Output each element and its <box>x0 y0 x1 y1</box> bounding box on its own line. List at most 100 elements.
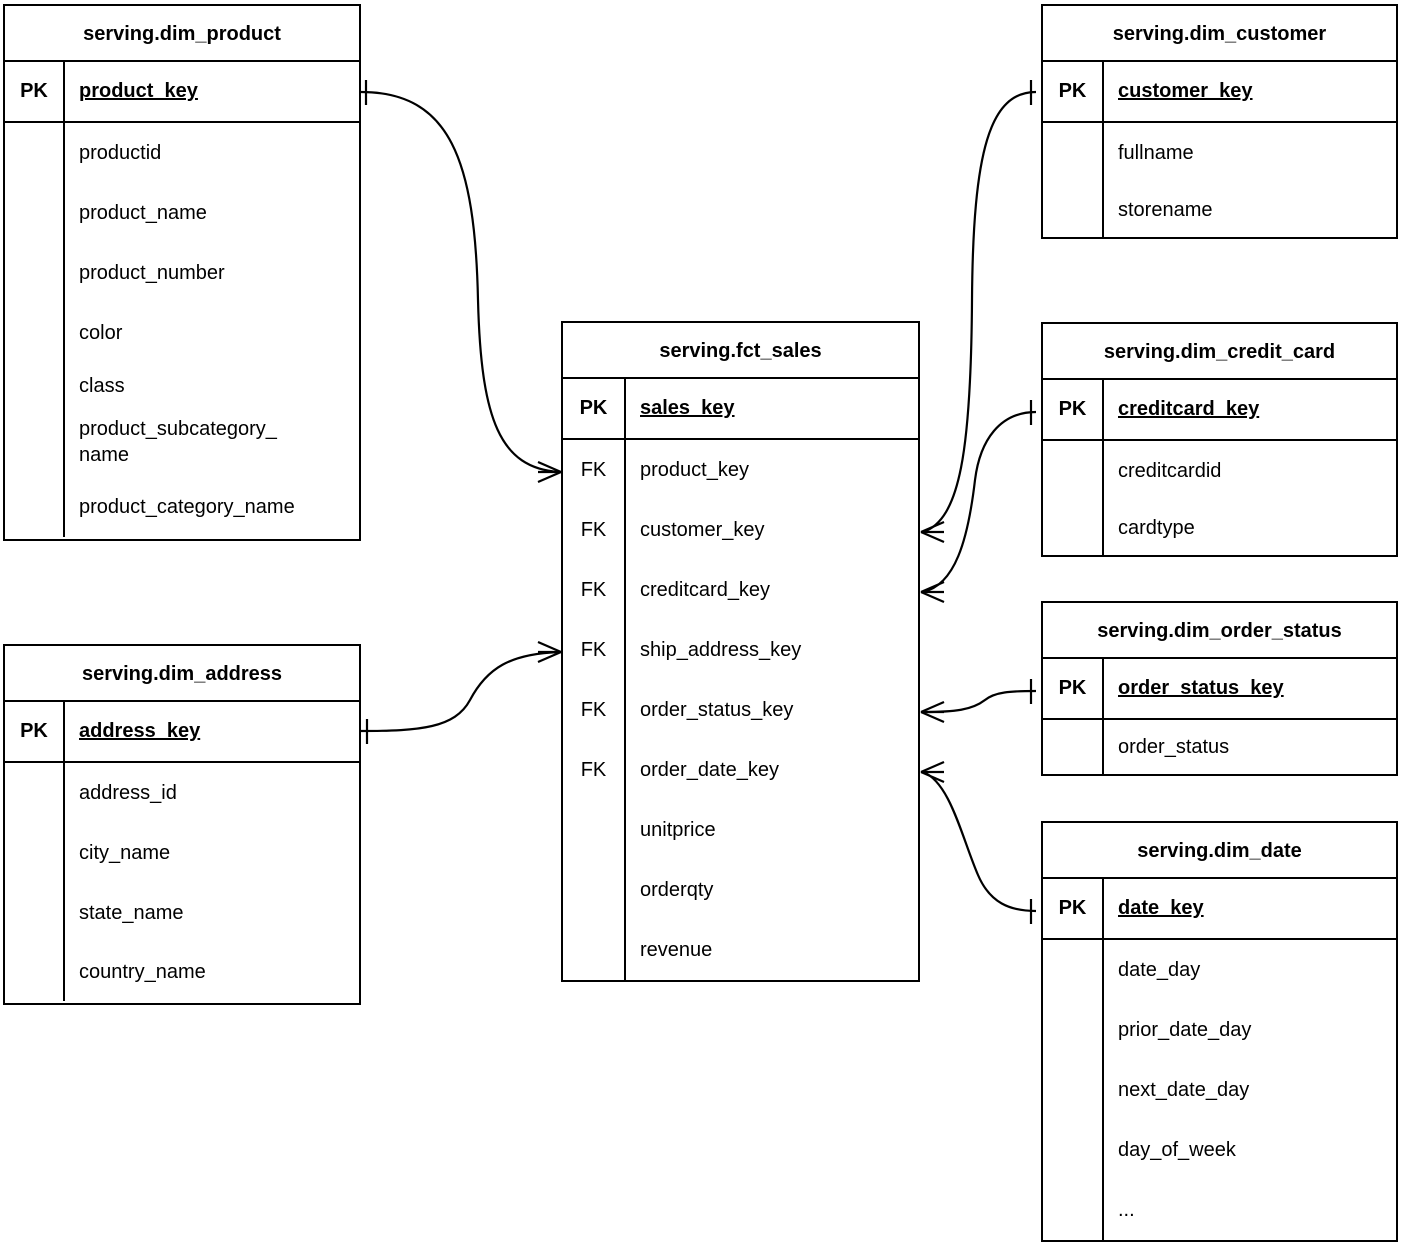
empty-key-column-dim-date <box>1043 940 1104 1240</box>
empty-key-column-dim-product <box>5 123 65 537</box>
fk-badge: FK <box>580 698 607 721</box>
attribute-column-dim-credit-card: creditcardid cardtype <box>1104 441 1396 555</box>
attribute-row: revenue <box>640 938 713 961</box>
entity-title-dim-date: serving.dim_date <box>1043 823 1396 879</box>
pk-badge-dim-address: PK <box>5 702 65 761</box>
attribute-column-dim-date: date_day prior_date_day next_date_day da… <box>1104 940 1396 1240</box>
relationship-orderstatus <box>920 679 1037 724</box>
relationship-date <box>920 760 1037 924</box>
attribute-column-dim-customer: fullname storename <box>1104 123 1396 237</box>
attribute-column-dim-address: address_id city_name state_name country_… <box>65 763 359 1001</box>
pk-badge-dim-customer: PK <box>1043 62 1104 121</box>
entity-title-dim-address: serving.dim_address <box>5 646 359 702</box>
crowsfoot-creditcard <box>920 580 945 604</box>
attribute-row: order_status_key <box>640 698 794 721</box>
attribute-row: class <box>79 375 125 397</box>
attribute-row: prior_date_day <box>1118 1018 1252 1041</box>
relationship-creditcard <box>920 400 1037 604</box>
empty-key-column-dim-credit-card <box>1043 441 1104 555</box>
attribute-row: ... <box>1118 1198 1135 1221</box>
pk-field-dim-address: address_key <box>79 720 201 742</box>
attribute-row: order_status <box>1118 735 1230 758</box>
attribute-body-dim-customer: fullname storename <box>1043 123 1396 237</box>
entity-fct-sales[interactable]: serving.fct_sales PK sales_key FK FK FK … <box>561 321 920 982</box>
fk-badge <box>563 920 624 980</box>
attribute-row: order_date_key <box>640 758 779 781</box>
empty-key-column-dim-order-status <box>1043 720 1104 774</box>
attribute-column-dim-order-status: order_status <box>1104 720 1396 774</box>
pk-field-dim-date: date_key <box>1118 897 1204 919</box>
fk-badge: FK <box>580 458 607 481</box>
pk-badge-dim-order-status: PK <box>1043 659 1104 718</box>
attribute-row: fullname <box>1118 141 1194 164</box>
pk-badge-dim-date: PK <box>1043 879 1104 938</box>
crowsfoot-address <box>537 640 562 664</box>
attribute-row: product_key <box>640 458 749 481</box>
entity-title-dim-customer: serving.dim_customer <box>1043 6 1396 62</box>
attribute-row: address_id <box>79 781 177 804</box>
entity-dim-order-status[interactable]: serving.dim_order_status PK order_status… <box>1041 601 1398 776</box>
entity-dim-product[interactable]: serving.dim_product PK product_key produ… <box>3 4 361 541</box>
entity-dim-credit-card[interactable]: serving.dim_credit_card PK creditcard_ke… <box>1041 322 1398 557</box>
crowsfoot-product <box>537 460 562 484</box>
attribute-row: creditcard_key <box>640 578 771 601</box>
attribute-row: city_name <box>79 841 171 864</box>
fk-badge: FK <box>580 638 607 661</box>
attribute-body-fct-sales: FK FK FK FK FK FK product_key customer_k… <box>563 440 918 980</box>
entity-dim-customer[interactable]: serving.dim_customer PK customer_key ful… <box>1041 4 1398 239</box>
pk-field-dim-credit-card: creditcard_key <box>1118 398 1260 420</box>
attribute-row: productid <box>79 141 162 164</box>
attribute-row: country_name <box>79 960 206 983</box>
attribute-row: product_name <box>79 201 207 224</box>
empty-key-column-dim-customer <box>1043 123 1104 237</box>
attribute-row: cardtype <box>1118 516 1195 539</box>
relationship-address <box>360 640 562 744</box>
entity-title-dim-product: serving.dim_product <box>5 6 359 62</box>
attribute-row: next_date_day <box>1118 1078 1250 1101</box>
attribute-row: creditcardid <box>1118 459 1222 482</box>
attribute-body-dim-date: date_day prior_date_day next_date_day da… <box>1043 940 1396 1240</box>
entity-dim-address[interactable]: serving.dim_address PK address_key addre… <box>3 644 361 1005</box>
fk-badge <box>563 800 624 860</box>
pk-badge-dim-credit-card: PK <box>1043 380 1104 439</box>
attribute-column-dim-product: productid product_name product_number co… <box>65 123 359 537</box>
attribute-row: product_category_name <box>79 495 295 518</box>
attribute-row: customer_key <box>640 518 765 541</box>
attribute-column-fct-sales: product_key customer_key creditcard_key … <box>626 440 918 980</box>
fk-badge <box>563 860 624 920</box>
empty-key-column-dim-address <box>5 763 65 1001</box>
attribute-row: ship_address_key <box>640 638 802 661</box>
fk-badge: FK <box>580 758 607 781</box>
pk-row-dim-customer: PK customer_key <box>1043 62 1396 123</box>
fk-badge: FK <box>580 518 607 541</box>
attribute-row: unitprice <box>640 818 716 841</box>
entity-title-dim-credit-card: serving.dim_credit_card <box>1043 324 1396 380</box>
entity-title-dim-order-status: serving.dim_order_status <box>1043 603 1396 659</box>
attribute-body-dim-address: address_id city_name state_name country_… <box>5 763 359 1001</box>
crowsfoot-date <box>920 760 945 784</box>
attribute-row: color <box>79 321 123 344</box>
pk-badge-fct-sales: PK <box>563 379 626 438</box>
attribute-row: day_of_week <box>1118 1138 1236 1161</box>
entity-dim-date[interactable]: serving.dim_date PK date_key date_day pr… <box>1041 821 1398 1242</box>
pk-badge-dim-product: PK <box>5 62 65 121</box>
crowsfoot-orderstatus <box>920 700 945 724</box>
pk-row-dim-product: PK product_key <box>5 62 359 123</box>
attribute-row: date_day <box>1118 958 1201 981</box>
attribute-body-dim-order-status: order_status <box>1043 720 1396 774</box>
pk-row-dim-order-status: PK order_status_key <box>1043 659 1396 720</box>
attribute-body-dim-credit-card: creditcardid cardtype <box>1043 441 1396 555</box>
fk-column-fct-sales: FK FK FK FK FK FK <box>563 440 626 980</box>
pk-row-dim-date: PK date_key <box>1043 879 1396 940</box>
pk-field-dim-order-status: order_status_key <box>1118 677 1284 699</box>
pk-field-dim-customer: customer_key <box>1118 80 1253 102</box>
attribute-row: orderqty <box>640 878 714 901</box>
attribute-row: storename <box>1118 198 1213 221</box>
relationship-product <box>360 80 562 484</box>
attribute-row: state_name <box>79 901 184 924</box>
pk-field-dim-product: product_key <box>79 80 198 102</box>
pk-row-dim-credit-card: PK creditcard_key <box>1043 380 1396 441</box>
relationship-customer <box>920 80 1037 544</box>
attribute-row: product_subcategory_ name <box>79 418 277 466</box>
